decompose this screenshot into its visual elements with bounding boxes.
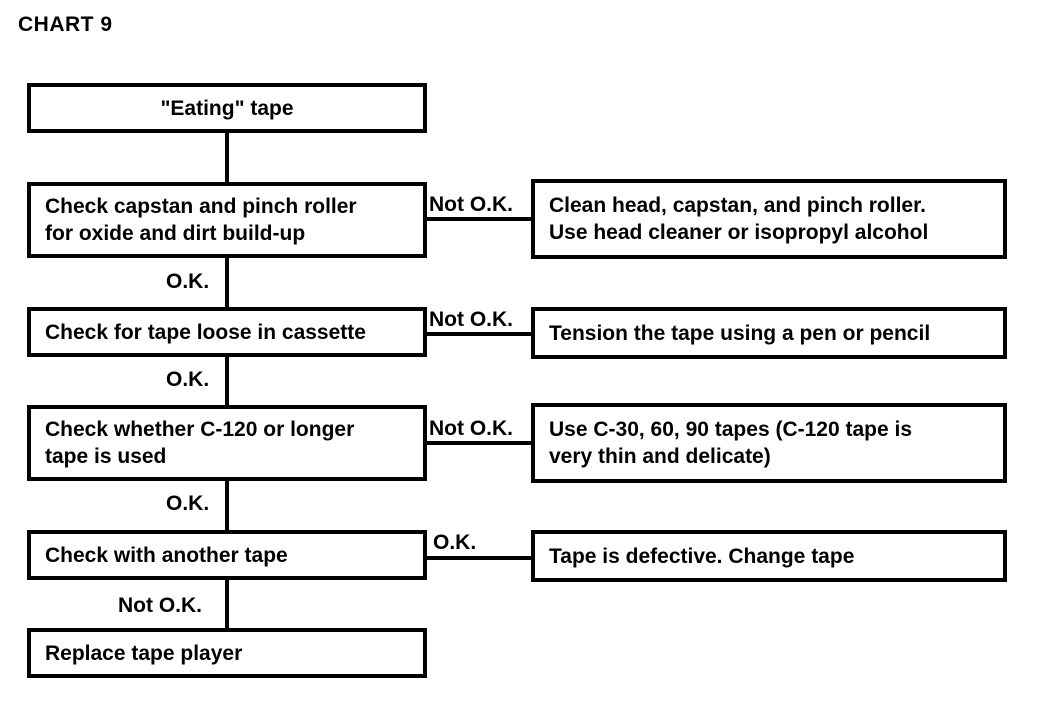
edge-label-not-ok-4: Not O.K. — [118, 594, 202, 618]
edge-label-ok-4: O.K. — [433, 531, 477, 555]
node-check-c120-length[interactable]: Check whether C-120 or longer tape is us… — [27, 405, 427, 481]
node-check-tape-loose-label: Check for tape loose in cassette — [45, 320, 366, 344]
node-clean-head-capstan-label: Clean head, capstan, and pinch roller. U… — [549, 194, 929, 244]
connector-check4-to-action4 — [425, 556, 535, 560]
node-check-capstan-pinch-roller-label: Check capstan and pinch roller for oxide… — [45, 195, 357, 245]
edge-label-not-ok-1: Not O.K. — [429, 193, 513, 217]
node-start-label: "Eating" tape — [160, 96, 294, 120]
node-start[interactable]: "Eating" tape — [27, 83, 427, 133]
edge-label-ok-3: O.K. — [166, 492, 210, 516]
page-title: CHART 9 — [18, 13, 113, 36]
connector-check2-to-check3 — [225, 355, 229, 407]
edge-label-ok-2: O.K. — [166, 368, 210, 392]
node-use-shorter-tapes-label: Use C-30, 60, 90 tapes (C-120 tape is ve… — [549, 418, 913, 468]
node-tension-tape-label: Tension the tape using a pen or pencil — [549, 321, 931, 345]
node-replace-tape-player-label: Replace tape player — [45, 641, 243, 665]
node-clean-head-capstan[interactable]: Clean head, capstan, and pinch roller. U… — [531, 179, 1007, 259]
node-tape-defective-label: Tape is defective. Change tape — [549, 544, 855, 568]
connector-check3-to-action3 — [425, 441, 535, 445]
edge-label-not-ok-3: Not O.K. — [429, 417, 513, 441]
node-check-another-tape-label: Check with another tape — [45, 543, 288, 567]
node-check-tape-loose[interactable]: Check for tape loose in cassette — [27, 307, 427, 357]
edge-label-ok-1: O.K. — [166, 270, 210, 294]
node-tape-defective[interactable]: Tape is defective. Change tape — [531, 530, 1007, 582]
edge-label-not-ok-2: Not O.K. — [429, 308, 513, 332]
connector-check1-to-check2 — [225, 256, 229, 309]
node-tension-tape[interactable]: Tension the tape using a pen or pencil — [531, 307, 1007, 359]
node-check-another-tape[interactable]: Check with another tape — [27, 530, 427, 580]
connector-check3-to-check4 — [225, 478, 229, 532]
node-check-capstan-pinch-roller[interactable]: Check capstan and pinch roller for oxide… — [27, 182, 427, 258]
connector-start-to-check1 — [225, 131, 229, 184]
node-check-c120-length-label: Check whether C-120 or longer tape is us… — [45, 418, 355, 468]
node-use-shorter-tapes[interactable]: Use C-30, 60, 90 tapes (C-120 tape is ve… — [531, 403, 1007, 483]
connector-check4-to-final — [225, 578, 229, 630]
connector-check2-to-action2 — [425, 332, 535, 336]
node-replace-tape-player[interactable]: Replace tape player — [27, 628, 427, 678]
connector-check1-to-action1 — [425, 217, 535, 221]
